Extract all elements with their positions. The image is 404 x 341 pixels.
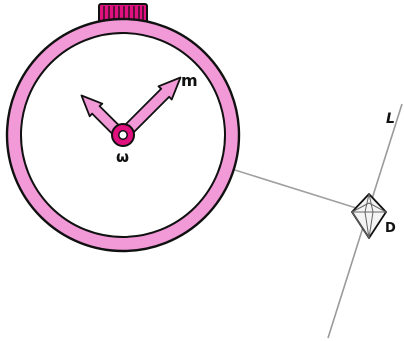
label-d: D <box>385 221 396 236</box>
crystal-diamond-icon <box>352 194 386 238</box>
stopwatch-icon <box>7 4 239 251</box>
label-m: m <box>181 71 198 90</box>
label-omega: ω <box>116 148 129 166</box>
label-l: L <box>386 111 395 127</box>
